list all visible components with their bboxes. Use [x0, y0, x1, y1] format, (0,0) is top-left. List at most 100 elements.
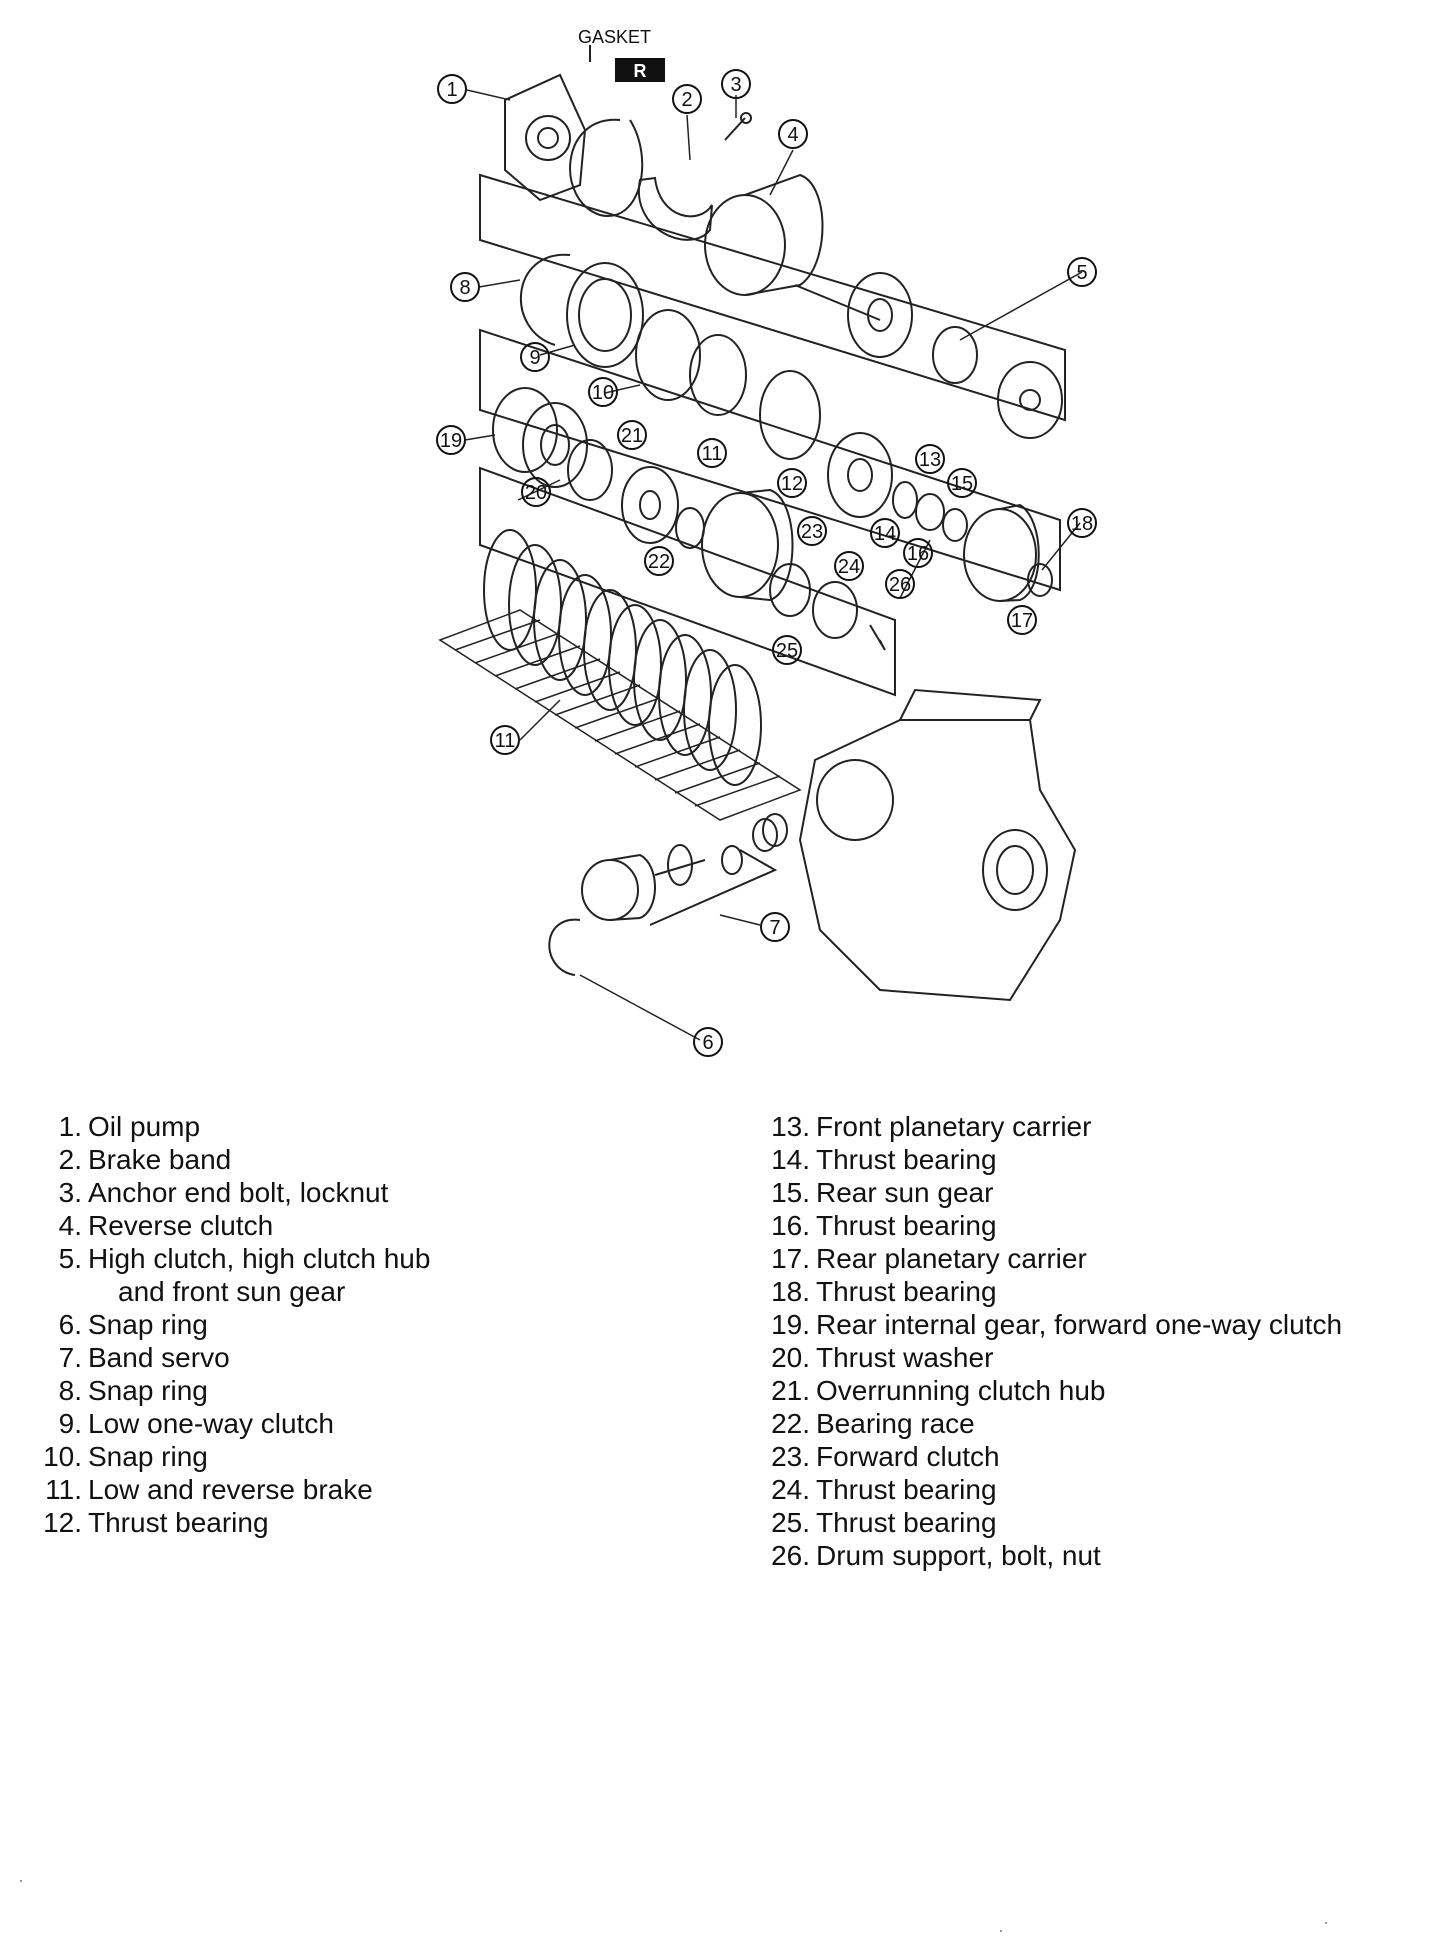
legend-item: 14.Thrust bearing — [760, 1143, 1342, 1176]
legend-item-number: 14. — [771, 1144, 810, 1175]
legend-indent — [30, 1275, 82, 1308]
legend-item: 16.Thrust bearing — [760, 1209, 1342, 1242]
rear-sun-gear-part — [915, 493, 945, 531]
legend-item: 23.Forward clutch — [760, 1440, 1342, 1473]
legend-item: 7.Band servo — [30, 1341, 430, 1374]
legend-item-label: Brake band — [88, 1144, 232, 1175]
rear-internal-gear-part — [492, 387, 588, 488]
legend-item-label: Forward clutch — [816, 1441, 1000, 1472]
svg-text:2: 2 — [681, 89, 692, 111]
legend-item-label: Thrust washer — [816, 1342, 994, 1373]
bearing-race-part — [675, 507, 705, 549]
legend-item: 18.Thrust bearing — [760, 1275, 1342, 1308]
forward-clutch-part — [701, 488, 794, 602]
callout-12: 12 — [777, 468, 807, 498]
brake-plate-hatch — [438, 609, 802, 821]
legend-item-label: High clutch, high clutch hub — [88, 1243, 431, 1274]
legend-item-number: 8. — [58, 1375, 82, 1406]
legend-item-label: Rear sun gear — [816, 1177, 994, 1208]
svg-text:6: 6 — [702, 1032, 713, 1054]
legend-item-number: 24. — [771, 1474, 810, 1505]
callout-13: 13 — [915, 444, 945, 474]
svg-text:10: 10 — [592, 382, 614, 404]
legend-item-number: 10. — [43, 1441, 82, 1472]
group-frame-upper — [479, 173, 1066, 422]
legend-item-number: 21. — [771, 1375, 810, 1406]
legend-item-label: Front planetary carrier — [816, 1111, 1092, 1142]
low-one-way-clutch-part — [566, 262, 644, 368]
legend-item-number: 15. — [771, 1177, 810, 1208]
drum-support-part — [812, 581, 886, 651]
legend-item: 17.Rear planetary carrier — [760, 1242, 1342, 1275]
legend-item-number: 17. — [771, 1243, 810, 1274]
legend-item-label: Bearing race — [816, 1408, 975, 1439]
legend-item-number: 9. — [58, 1408, 82, 1439]
svg-text:13: 13 — [919, 449, 941, 471]
legend-item-number: 16. — [771, 1210, 810, 1241]
scan-speck — [1000, 1930, 1002, 1932]
legend-item-label: Snap ring — [88, 1441, 208, 1472]
svg-text:19: 19 — [440, 430, 462, 452]
reverse-badge-label: R — [634, 61, 647, 81]
callout-3: 3 — [721, 69, 751, 99]
legend-item-number: 2. — [58, 1144, 82, 1175]
rear-planetary-carrier-part — [963, 503, 1040, 602]
svg-text:15: 15 — [951, 473, 973, 495]
legend-item-number: 7. — [58, 1342, 82, 1373]
callout-21: 21 — [617, 420, 647, 450]
legend-item: 3.Anchor end bolt, locknut — [30, 1176, 430, 1209]
svg-text:22: 22 — [648, 551, 670, 573]
svg-text:3: 3 — [730, 74, 741, 96]
legend-item: 5.High clutch, high clutch hub — [30, 1242, 431, 1275]
svg-text:9: 9 — [529, 347, 540, 369]
callout-5: 5 — [1067, 257, 1097, 287]
shaft-part — [794, 284, 881, 321]
svg-text:20: 20 — [525, 482, 547, 504]
snap-ring-8-part — [520, 253, 571, 346]
legend-item-number: 6. — [58, 1309, 82, 1340]
legend-item-label: Thrust bearing — [816, 1144, 997, 1175]
legend-item-number: 11. — [45, 1474, 82, 1505]
legend-item-label: Low one-way clutch — [88, 1408, 334, 1439]
svg-text:4: 4 — [787, 124, 798, 146]
exploded-view-diagram: GASKET R 1 2 3 4 5 6 7 8 9 10 11 12 13 1… — [436, 27, 1097, 1057]
legend-item-number: 5. — [58, 1243, 82, 1274]
legend-item-number: 19. — [771, 1309, 810, 1340]
svg-text:11: 11 — [495, 730, 516, 752]
svg-text:1: 1 — [446, 79, 457, 101]
legend-item-label: Thrust bearing — [816, 1210, 997, 1241]
legend-item: 13.Front planetary carrier — [760, 1110, 1342, 1143]
legend-item-label: Overrunning clutch hub — [816, 1375, 1106, 1406]
callout-9: 9 — [520, 342, 550, 372]
legend-item: 25.Thrust bearing — [760, 1506, 1342, 1539]
legend-item-label: Band servo — [88, 1342, 230, 1373]
legend-item-number: 12. — [43, 1507, 82, 1538]
callout-20: 20 — [521, 477, 551, 507]
callout-17: 17 — [1007, 605, 1037, 635]
reverse-clutch-part — [704, 173, 824, 296]
gasket-part — [569, 118, 644, 218]
legend-item-label: Anchor end bolt, locknut — [88, 1177, 389, 1208]
legend-item-label: Thrust bearing — [816, 1276, 997, 1307]
scan-speck — [20, 1880, 22, 1882]
legend-item-number: 1. — [58, 1111, 82, 1142]
legend-item: 2.Brake band — [30, 1143, 430, 1176]
legend-item: 20.Thrust washer — [760, 1341, 1342, 1374]
legend-item: 6.Snap ring — [30, 1308, 430, 1341]
gasket-label: GASKET — [578, 27, 651, 47]
legend-item-number: 25. — [771, 1507, 810, 1538]
legend-item: 19.Rear internal gear, forward one-way c… — [760, 1308, 1342, 1341]
legend-item-label: Thrust bearing — [816, 1507, 997, 1538]
legend-item: 12.Thrust bearing — [30, 1506, 430, 1539]
callout-23: 23 — [797, 516, 827, 546]
legend-item-number: 26. — [771, 1540, 810, 1571]
callout-15: 15 — [947, 468, 977, 498]
overrunning-clutch-hub-part — [621, 466, 679, 544]
legend-item-number: 4. — [58, 1210, 82, 1241]
callout-11-upper: 11 — [697, 438, 727, 468]
legend-item: 22.Bearing race — [760, 1407, 1342, 1440]
snap-ring-10-part — [635, 309, 701, 401]
callout-8: 8 — [450, 272, 480, 302]
front-planetary-carrier-part — [827, 432, 893, 518]
